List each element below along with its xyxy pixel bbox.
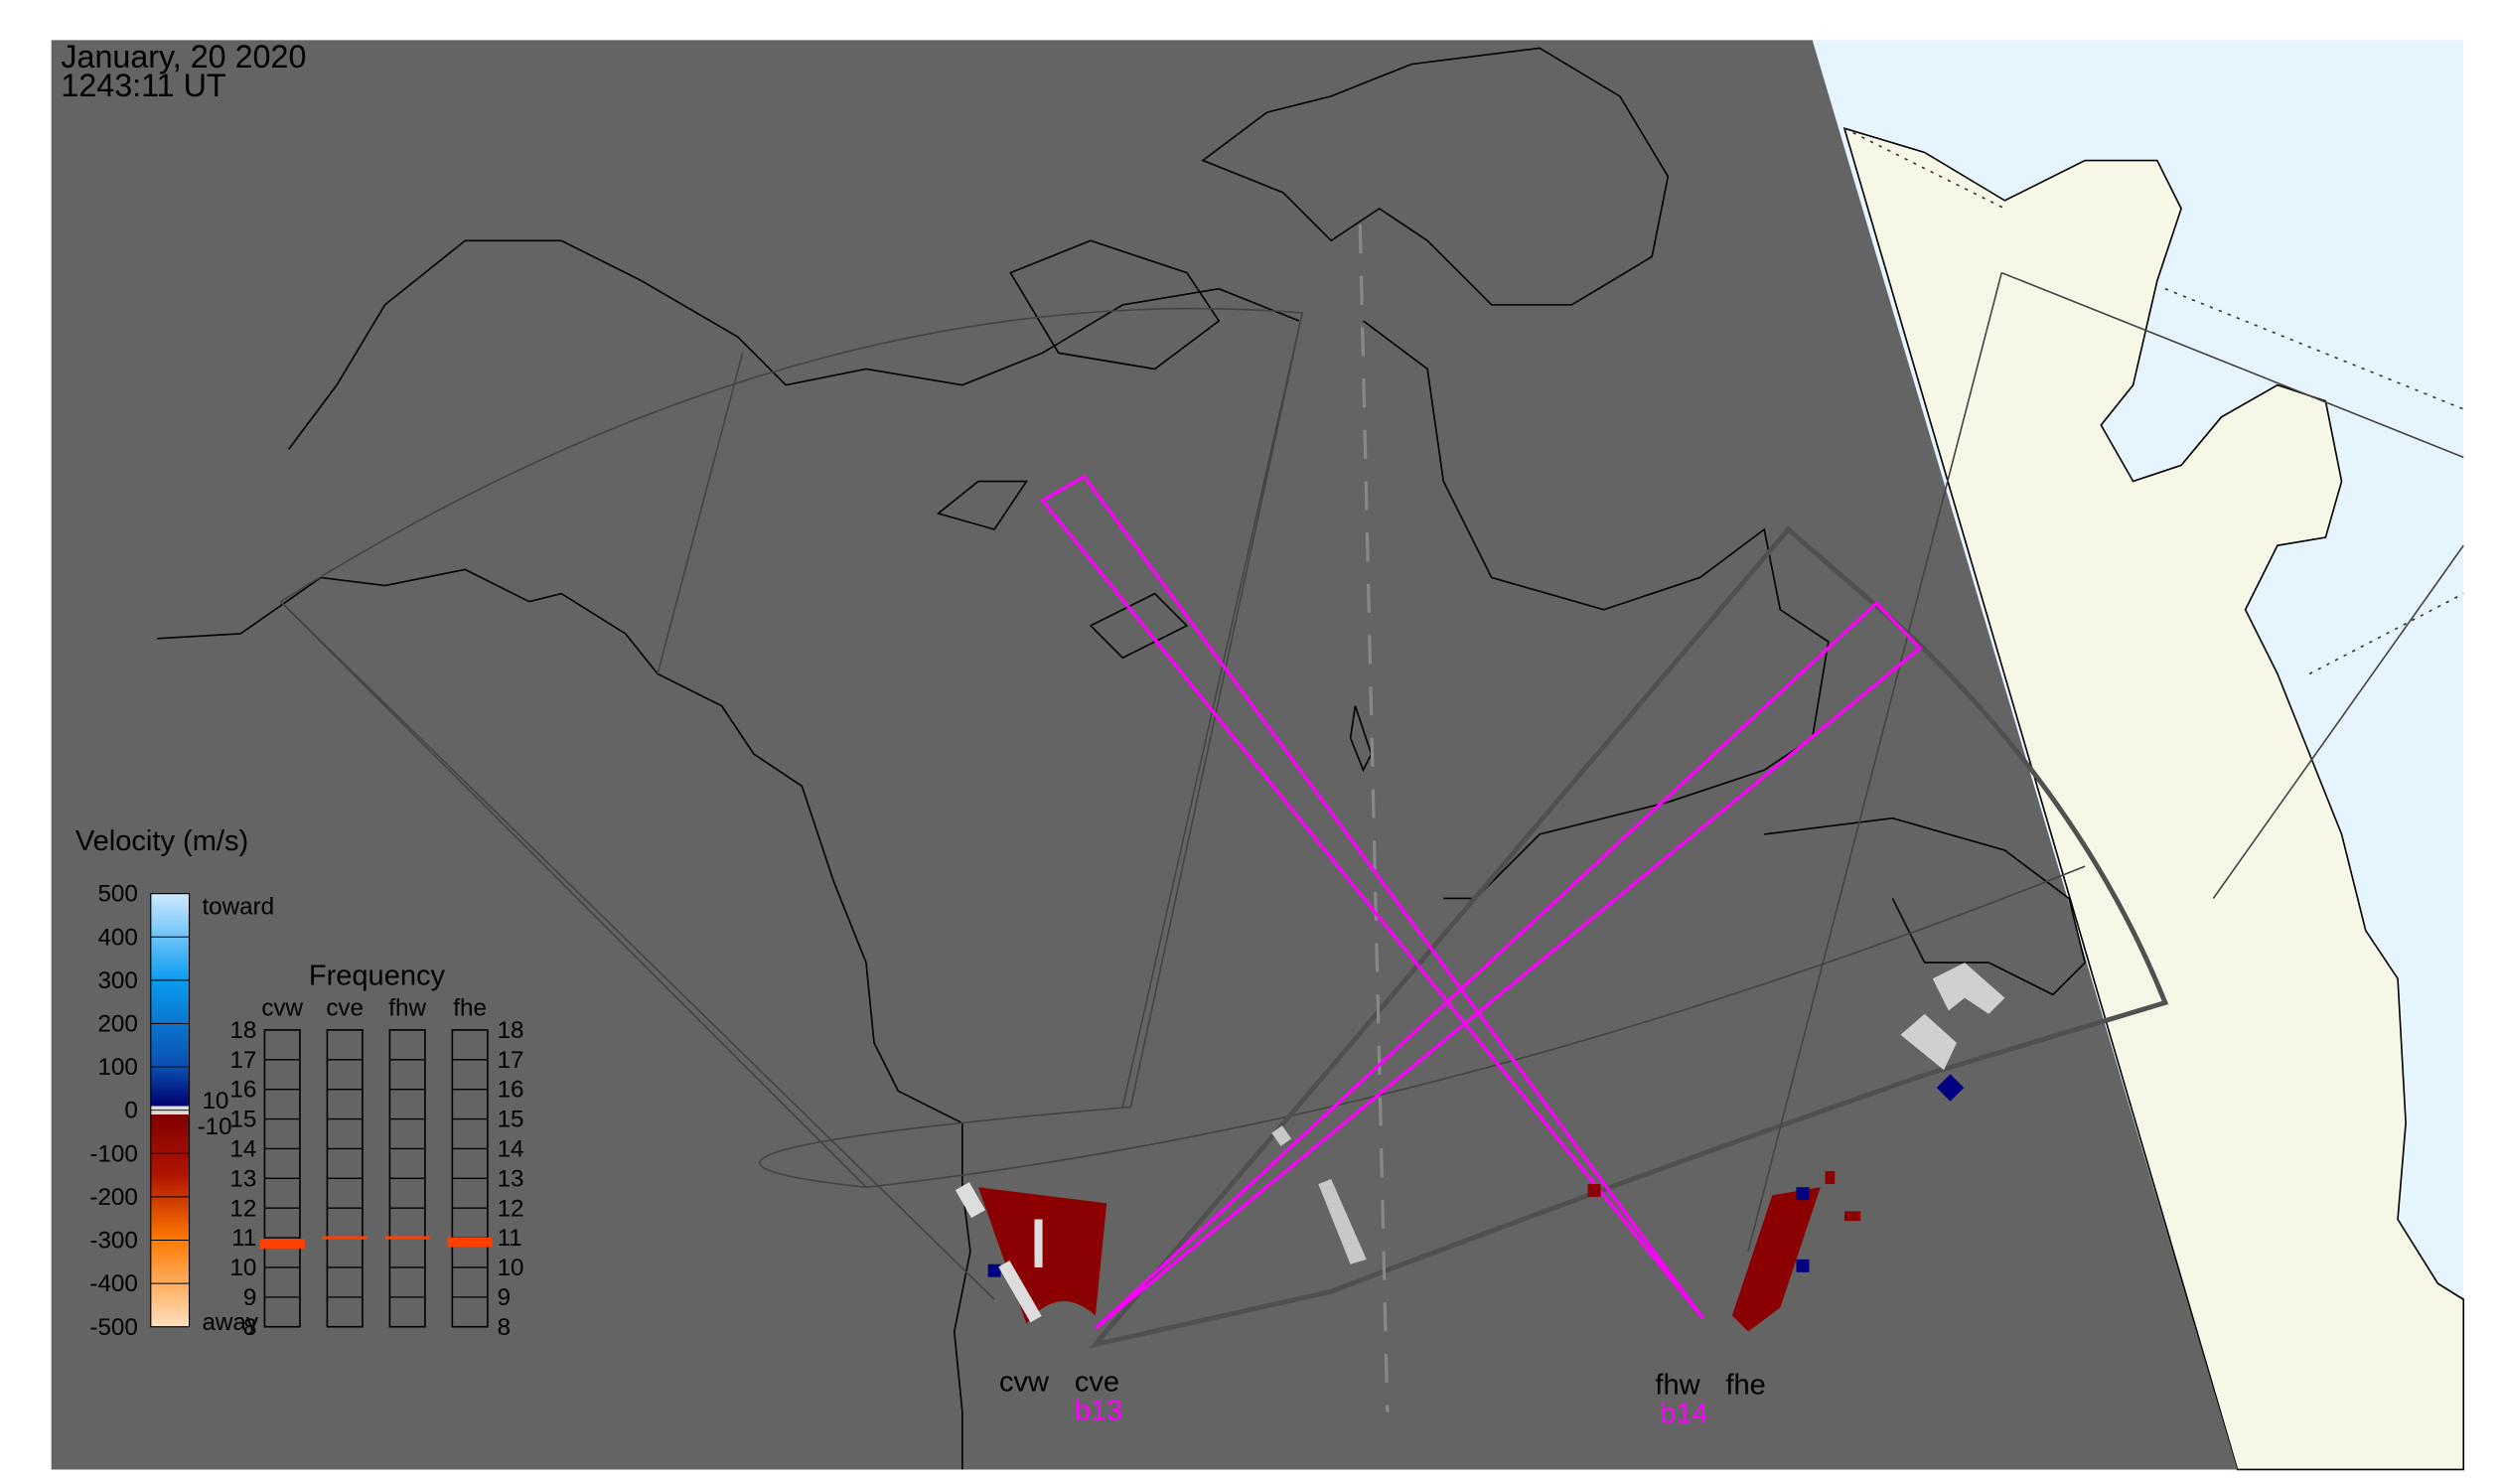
velocity-tick: 500 xyxy=(97,881,137,908)
frequency-tick-right: 11 xyxy=(498,1225,522,1252)
radar-label-cve: cve xyxy=(1075,1366,1119,1398)
coastline-arctic-islands xyxy=(936,47,1670,773)
frequency-title: Frequency xyxy=(309,961,446,992)
radar-label-fhe: fhe xyxy=(1725,1370,1765,1402)
velocity-legend-title: Velocity (m/s) xyxy=(75,825,248,857)
frequency-marker xyxy=(447,1237,493,1248)
time-label: 1243:11 UT xyxy=(61,68,225,103)
frequency-tick-left: 13 xyxy=(229,1165,256,1192)
velocity-tick: -500 xyxy=(89,1314,137,1341)
frequency-marker xyxy=(384,1236,430,1240)
inner-tick-10: 10 xyxy=(202,1088,228,1114)
coastline-hudson-bay xyxy=(1363,320,2087,996)
frequency-tick-left: 12 xyxy=(229,1195,256,1222)
frequency-tick-right: 17 xyxy=(498,1047,524,1074)
frequency-tick-left: 10 xyxy=(229,1255,256,1281)
frequency-tick-left: 15 xyxy=(229,1107,256,1133)
beam-label-b14: b14 xyxy=(1660,1399,1707,1430)
radar-label-fhw: fhw xyxy=(1655,1370,1700,1402)
fov-ice xyxy=(1747,271,2464,1253)
dateline-dashed xyxy=(1358,224,1390,1412)
beam-b13-cve xyxy=(1094,601,1923,1330)
frequency-tick-right: 8 xyxy=(498,1314,511,1341)
away-label: away xyxy=(202,1309,258,1336)
frequency-tick-left: 14 xyxy=(229,1136,256,1163)
frequency-tick-left: 8 xyxy=(243,1314,256,1341)
frequency-tick-right: 14 xyxy=(498,1136,524,1163)
frequency-column-label: cve xyxy=(326,994,364,1021)
frequency-tick-right: 16 xyxy=(498,1077,524,1104)
frequency-tick-right: 13 xyxy=(498,1165,524,1192)
beam-label-b13: b13 xyxy=(1075,1395,1122,1426)
velocity-tick: -200 xyxy=(89,1184,137,1211)
frequency-tick-right: 15 xyxy=(498,1107,524,1133)
land-europe xyxy=(1842,127,2465,1471)
frequency-tick-left: 17 xyxy=(229,1047,256,1074)
velocity-legend: Velocity (m/s) 500 400 300 200 100 0 -100 -200 -… xyxy=(75,825,274,1341)
velocity-tick: 0 xyxy=(124,1098,137,1124)
frequency-tick-right: 12 xyxy=(498,1195,524,1222)
frequency-column-label: cvw xyxy=(261,994,303,1021)
night-shading xyxy=(51,40,2238,1470)
scatter-cv xyxy=(955,1182,1107,1324)
inner-tick-minus10: -10 xyxy=(198,1113,232,1140)
velocity-tick: 100 xyxy=(97,1054,137,1081)
frequency-marker xyxy=(322,1236,368,1240)
frequency-tick-right: 18 xyxy=(498,1017,524,1044)
scatter-cell xyxy=(1271,1125,1292,1146)
radar-label-cvw: cvw xyxy=(999,1366,1050,1398)
scatter-arc xyxy=(1318,1179,1367,1264)
frequency-column-label: fhe xyxy=(453,994,487,1021)
frequency-tick-left: 11 xyxy=(231,1225,256,1252)
coastline-north-america xyxy=(157,239,1300,1470)
frequency-tick-left: 16 xyxy=(229,1077,256,1104)
velocity-tick: 200 xyxy=(97,1011,137,1038)
frequency-tick-right: 9 xyxy=(498,1284,511,1311)
frequency-marker xyxy=(259,1239,305,1249)
frequency-tick-right: 10 xyxy=(498,1255,524,1281)
velocity-tick: -100 xyxy=(89,1140,137,1167)
beam-b14-fhw xyxy=(1040,474,1705,1320)
frequency-tick-left: 18 xyxy=(229,1017,256,1044)
fov-cv xyxy=(279,307,1304,1189)
fov-fh xyxy=(1089,525,2169,1349)
velocity-tick: 300 xyxy=(97,967,137,994)
date-label: January, 20 2020 xyxy=(61,39,306,74)
velocity-tick: -300 xyxy=(89,1228,137,1255)
toward-label: toward xyxy=(202,894,274,921)
velocity-tick: 400 xyxy=(97,924,137,951)
frequency-tick-left: 9 xyxy=(243,1284,256,1311)
scatter-fh xyxy=(1587,963,2005,1332)
frequency-column-label: fhw xyxy=(388,994,426,1021)
dotted-lines xyxy=(1843,127,2464,675)
velocity-tick: -400 xyxy=(89,1270,137,1297)
